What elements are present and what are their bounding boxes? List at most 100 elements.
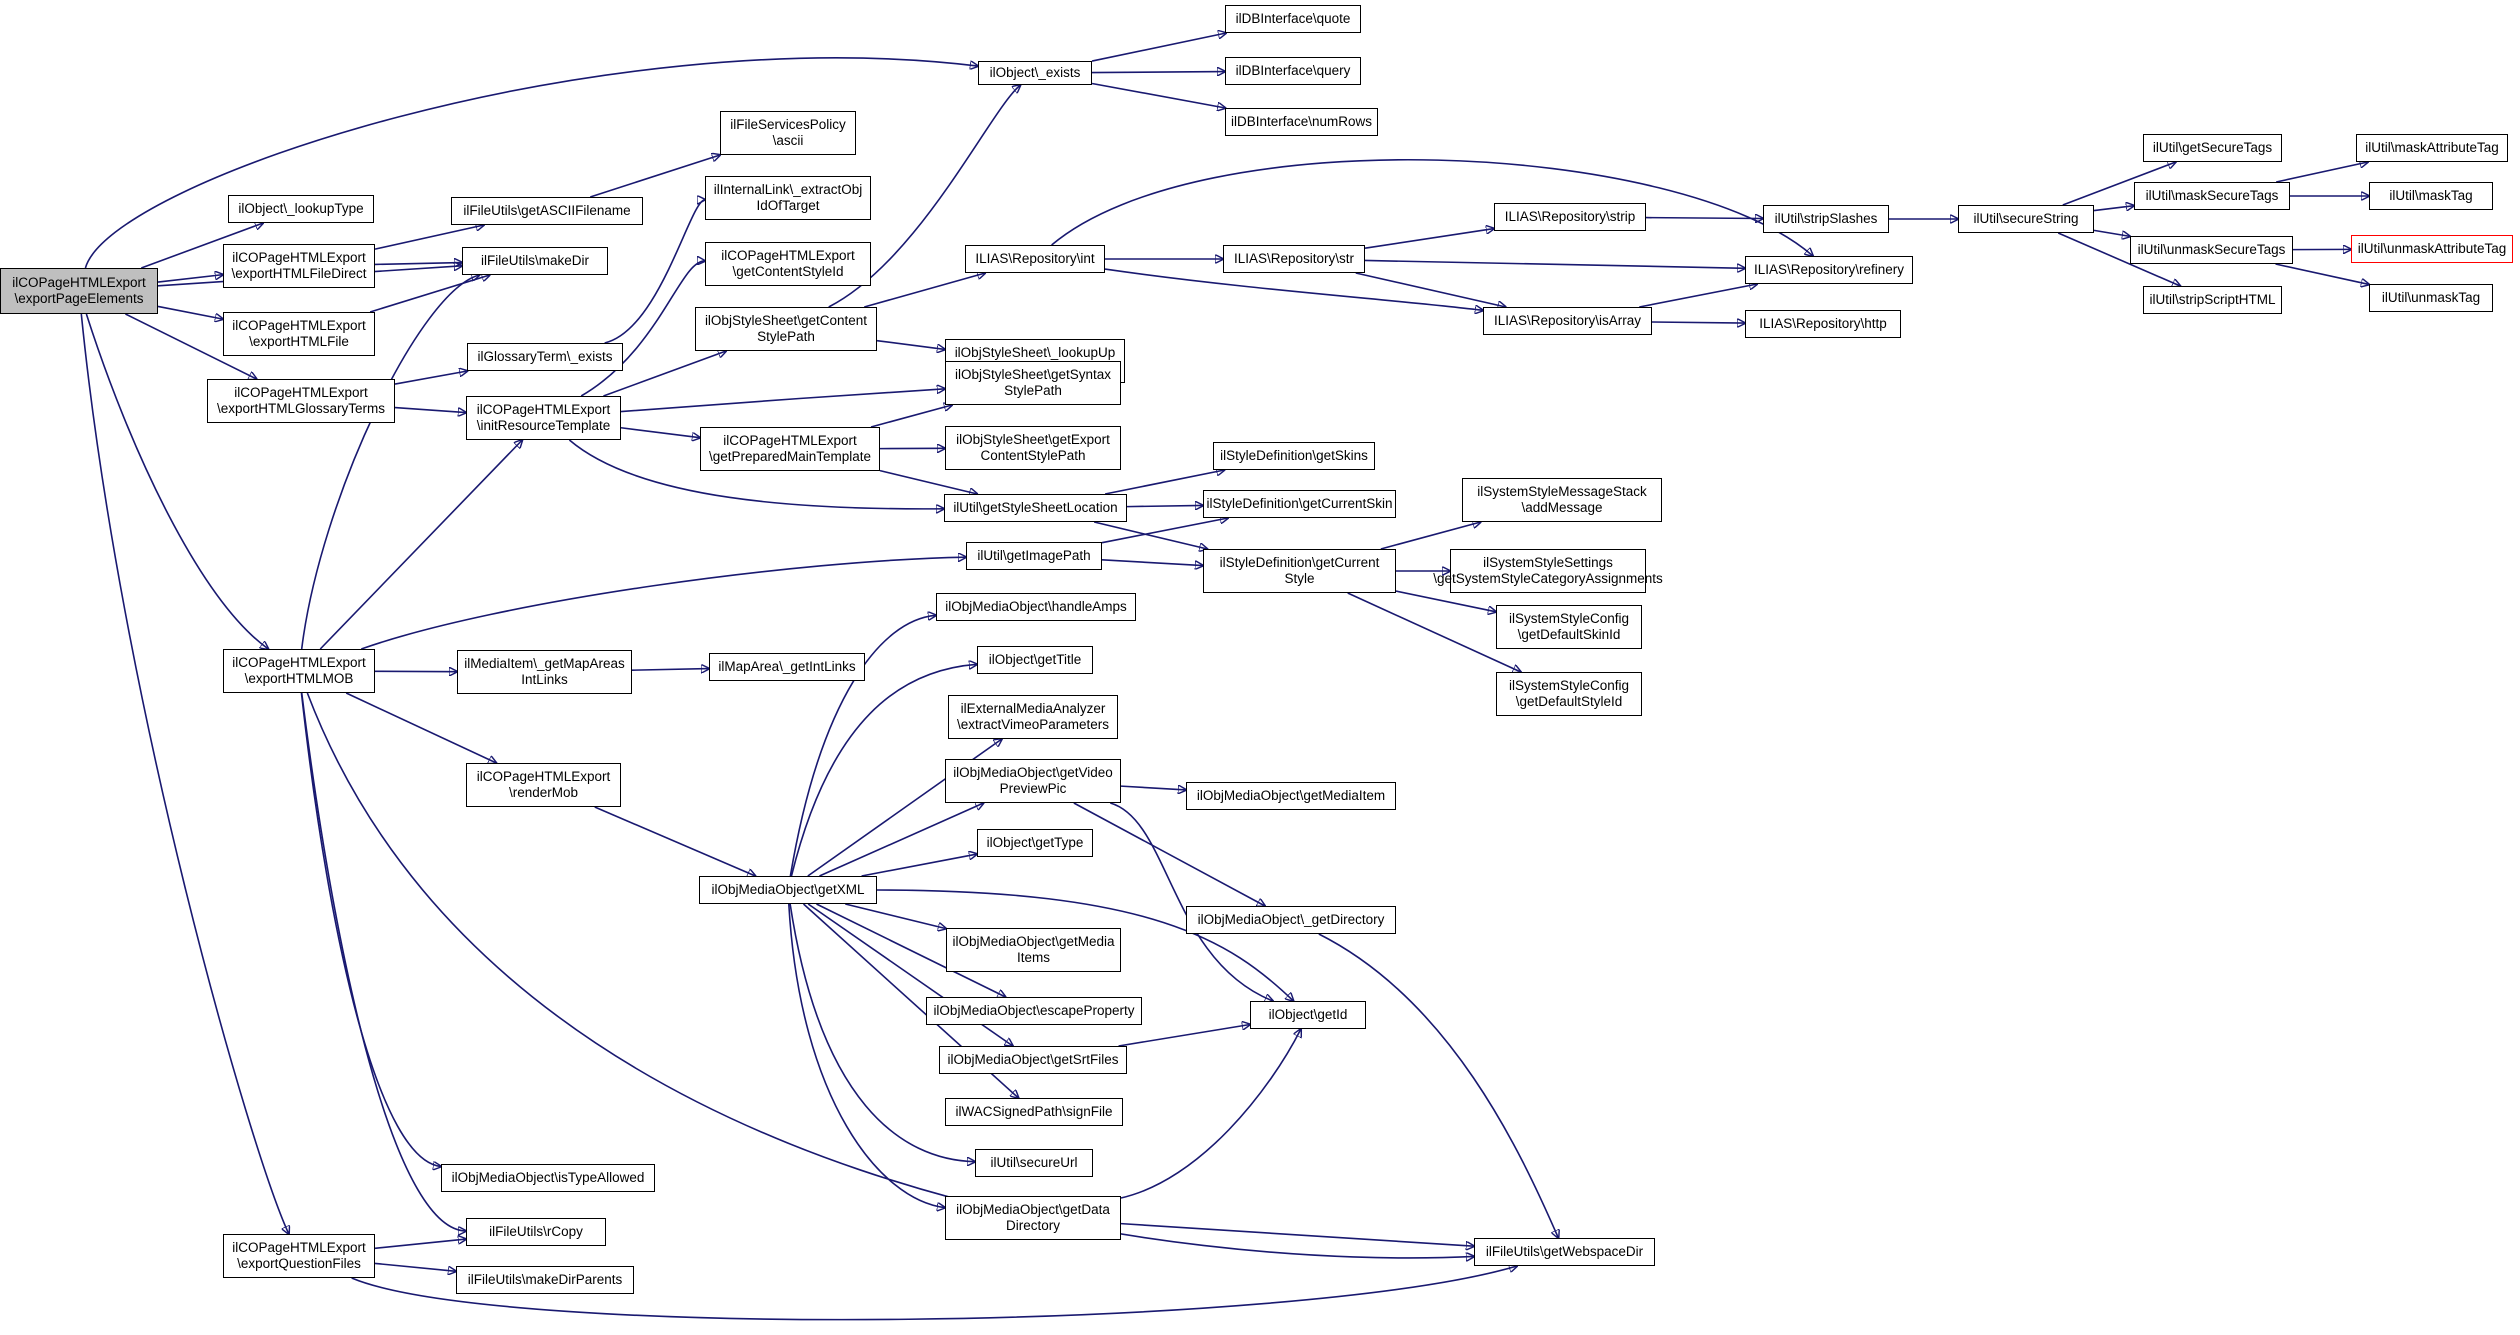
edge-expMob-to-imagePath [361, 557, 966, 650]
node-handle-amps[interactable]: ilObjMediaObject\handleAmps [936, 593, 1136, 621]
node-data-dir[interactable]: ilObjMediaObject\getData Directory [945, 1196, 1121, 1240]
edge-repoStr-to-refinery [1364, 259, 1745, 268]
node-media-items[interactable]: ilObjMediaObject\getMedia Items [946, 928, 1121, 972]
edge-expFile-to-makeDir [369, 275, 490, 313]
node-webspace-dir[interactable]: ilFileUtils\getWebspaceDir [1474, 1238, 1655, 1266]
node-is-type-allowed[interactable]: ilObjMediaObject\isTypeAllowed [441, 1164, 655, 1192]
node-sign-file[interactable]: ilWACSignedPath\signFile [945, 1098, 1123, 1126]
node-repo-int[interactable]: ILIAS\Repository\int [965, 245, 1105, 273]
node-get-skins[interactable]: ilStyleDefinition\getSkins [1213, 442, 1375, 470]
node-obj-exists[interactable]: ilObject\_exists [978, 61, 1092, 85]
node-syntax-style[interactable]: ilObjStyleSheet\getSyntax StylePath [945, 361, 1121, 405]
edge-initRes-to-getContentStylePath [603, 351, 726, 397]
node-get-media-item[interactable]: ilObjMediaObject\getMediaItem [1186, 782, 1396, 810]
node-db-query[interactable]: ilDBInterface\query [1225, 57, 1361, 85]
edge-imagePath-to-curSkin [1101, 518, 1228, 544]
node-exp-gloss[interactable]: ilCOPageHTMLExport \exportHTMLGlossaryTe… [207, 379, 395, 423]
edge-objExists-to-dbQuote [1091, 33, 1226, 62]
node-get-ascii[interactable]: ilFileUtils\getASCIIFilename [451, 197, 643, 225]
edge-imagePath-to-curStyle [1101, 559, 1203, 566]
edge-videoPreview-to-getMediaItem [1120, 786, 1186, 790]
node-unmask-secure-tags[interactable]: ilUtil\unmaskSecureTags [2130, 236, 2293, 264]
edge-getXML-to-secureUrl [789, 903, 975, 1162]
edge-expQuestion-to-webspaceDir [351, 1266, 1517, 1321]
node-get-content-style-id[interactable]: ilCOPageHTMLExport \getContentStyleId [705, 242, 871, 286]
node-exp-file[interactable]: ilCOPageHTMLExport \exportHTMLFile [223, 312, 375, 356]
node-cat-assign[interactable]: ilSystemStyleSettings \getSystemStyleCat… [1433, 549, 1663, 593]
edge-getXML-to-getType [861, 854, 977, 877]
edge-expMob-to-rCopy [300, 692, 466, 1231]
node-is-array[interactable]: ILIAS\Repository\isArray [1483, 307, 1652, 335]
node-export-content-style[interactable]: ilObjStyleSheet\getExport ContentStylePa… [945, 426, 1121, 470]
node-get-type[interactable]: ilObject\getType [977, 829, 1093, 857]
node-video-preview[interactable]: ilObjMediaObject\getVideo PreviewPic [945, 759, 1121, 803]
node-escape-prop[interactable]: ilObjMediaObject\escapeProperty [926, 997, 1142, 1025]
node-gloss-exists[interactable]: ilGlossaryTerm\_exists [467, 343, 623, 371]
node-db-quote[interactable]: ilDBInterface\quote [1225, 5, 1361, 33]
edge-isArray-to-refinery [1639, 284, 1757, 308]
node-db-num-rows[interactable]: ilDBInterface\numRows [1225, 108, 1378, 136]
node-get-x-m-l[interactable]: ilObjMediaObject\getXML [699, 876, 877, 904]
node-make-dir-parents[interactable]: ilFileUtils\makeDirParents [456, 1266, 634, 1294]
edge-expFileDirect-to-getAscii [374, 225, 484, 250]
edge-styleLoc-to-curSkin [1126, 505, 1203, 506]
node-image-path[interactable]: ilUtil\getImagePath [966, 542, 1102, 570]
edge-isArray-to-http [1651, 322, 1745, 323]
node-style-loc[interactable]: ilUtil\getStyleSheetLocation [944, 494, 1127, 522]
node-exp-file-direct[interactable]: ilCOPageHTMLExport \exportHTMLFileDirect [223, 244, 375, 288]
edge-getAscii-to-fspAscii [590, 155, 720, 198]
node-get-directory[interactable]: ilObjMediaObject\_getDirectory [1186, 906, 1396, 934]
node-exp-question[interactable]: ilCOPageHTMLExport \exportQuestionFiles [223, 1234, 375, 1278]
node-repo-strip[interactable]: ILIAS\Repository\strip [1494, 203, 1646, 231]
node-msg-stack[interactable]: ilSystemStyleMessageStack \addMessage [1462, 478, 1662, 522]
node-secure-url[interactable]: ilUtil\secureUrl [975, 1149, 1093, 1177]
node-init-res[interactable]: ilCOPageHTMLExport \initResourceTemplate [466, 396, 621, 440]
node-get-title[interactable]: ilObject\getTitle [977, 646, 1093, 674]
node-mask-tag[interactable]: ilUtil\maskTag [2369, 182, 2493, 210]
edge-repoStr-to-isArray [1355, 272, 1506, 307]
edge-secureString-to-getSecureTags [2062, 162, 2176, 206]
node-exp-mob[interactable]: ilCOPageHTMLExport \exportHTMLMOB [223, 649, 375, 693]
edge-expFileDirect-to-makeDir [374, 263, 462, 265]
edge-repoStrip-to-stripSlashes [1645, 218, 1763, 219]
node-fsp-ascii[interactable]: ilFileServicesPolicy \ascii [720, 111, 856, 155]
node-def-skin[interactable]: ilSystemStyleConfig \getDefaultSkinId [1496, 605, 1642, 649]
node-cur-style[interactable]: ilStyleDefinition\getCurrent Style [1203, 549, 1396, 593]
node-render-mob[interactable]: ilCOPageHTMLExport \renderMob [466, 763, 621, 807]
node-strip-script[interactable]: ilUtil\stripScriptHTML [2143, 286, 2282, 314]
edge-videoPreview-to-getDirectory [1073, 802, 1265, 906]
node-strip-slashes[interactable]: ilUtil\stripSlashes [1763, 205, 1889, 233]
node-unmask-tag[interactable]: ilUtil\unmaskTag [2369, 284, 2493, 312]
node-repo-str[interactable]: ILIAS\Repository\str [1223, 245, 1365, 273]
edge-root-to-expFile [157, 305, 223, 319]
edge-expQuestion-to-rCopy [374, 1239, 466, 1250]
node-def-style[interactable]: ilSystemStyleConfig \getDefaultStyleId [1496, 672, 1642, 716]
node-srt-files[interactable]: ilObjMediaObject\getSrtFiles [939, 1046, 1127, 1074]
node-lookup-type[interactable]: ilObject\_lookupType [228, 195, 374, 223]
node-mask-attr-tag[interactable]: ilUtil\maskAttributeTag [2356, 134, 2508, 162]
node-int-link[interactable]: ilInternalLink\_extractObj IdOfTarget [705, 176, 871, 220]
node-http[interactable]: ILIAS\Repository\http [1745, 310, 1901, 338]
node-root[interactable]: ilCOPageHTMLExport \exportPageElements [0, 268, 158, 314]
node-get-content-style-path[interactable]: ilObjStyleSheet\getContent StylePath [695, 307, 877, 351]
node-get-id[interactable]: ilObject\getId [1250, 1001, 1366, 1029]
edge-root-to-lookupType [140, 223, 263, 269]
edge-secureString-to-stripScript [2057, 232, 2180, 286]
node-secure-string[interactable]: ilUtil\secureString [1958, 205, 2094, 233]
node-get-secure-tags[interactable]: ilUtil\getSecureTags [2143, 134, 2282, 162]
node-make-dir[interactable]: ilFileUtils\makeDir [462, 247, 608, 275]
node-prep-main[interactable]: ilCOPageHTMLExport \getPreparedMainTempl… [700, 427, 880, 471]
node-map-areas[interactable]: ilMediaItem\_getMapAreas IntLinks [457, 650, 632, 694]
node-vimeo[interactable]: ilExternalMediaAnalyzer \extractVimeoPar… [948, 695, 1118, 739]
edge-root-to-expMob [85, 313, 268, 649]
edge-unmaskSecureTags-to-unmaskTag [2275, 263, 2369, 284]
node-map-area[interactable]: ilMapArea\_getIntLinks [709, 653, 865, 681]
node-r-copy[interactable]: ilFileUtils\rCopy [466, 1218, 606, 1246]
node-mask-secure-tags[interactable]: ilUtil\maskSecureTags [2134, 182, 2290, 210]
node-unmask-attr-tag[interactable]: ilUtil\unmaskAttributeTag [2351, 235, 2513, 263]
edge-root-to-objExists [84, 57, 978, 269]
node-refinery[interactable]: ILIAS\Repository\refinery [1745, 256, 1913, 284]
edge-dataDir-to-getId [1120, 1029, 1301, 1199]
node-cur-skin[interactable]: ilStyleDefinition\getCurrentSkin [1203, 490, 1396, 518]
